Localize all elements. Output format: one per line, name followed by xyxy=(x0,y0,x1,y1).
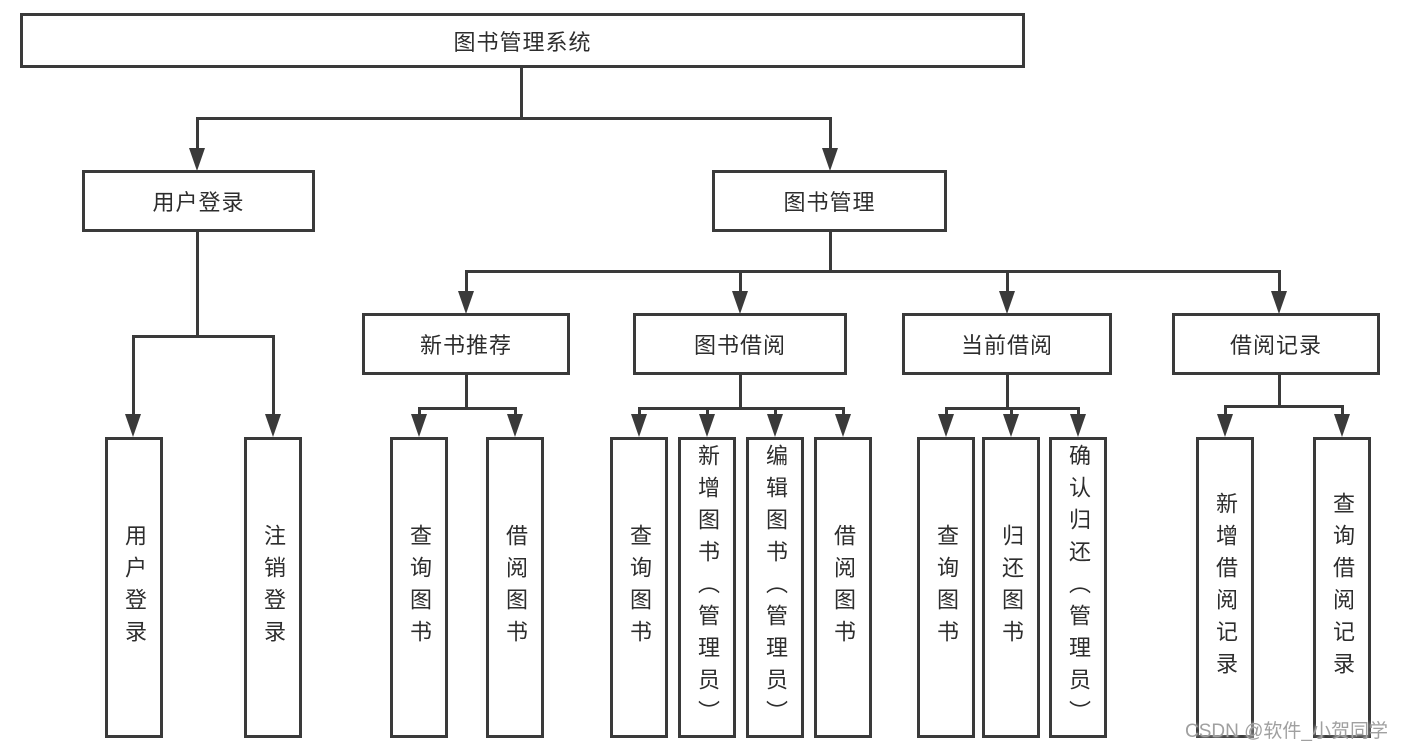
arrow-down-icon xyxy=(732,291,748,314)
connector-vline xyxy=(945,407,948,414)
connector-vline xyxy=(1278,375,1281,405)
leaf-return-books: 归还图书 xyxy=(982,437,1040,738)
connector-vline xyxy=(1006,270,1009,291)
connector-vline xyxy=(1278,270,1281,291)
leaf-edit-books-admin: 编辑图书（管理员） xyxy=(746,437,804,738)
connector-vline xyxy=(739,375,742,407)
connector-vline xyxy=(1341,405,1344,414)
leaf-query-books-1: 查询图书 xyxy=(390,437,448,738)
connector-vline xyxy=(638,407,641,414)
node-user-login: 用户登录 xyxy=(82,170,315,232)
arrow-down-icon xyxy=(835,414,851,437)
connector-vline xyxy=(514,407,517,414)
leaf-label: 用户登录 xyxy=(122,523,147,652)
arrow-down-icon xyxy=(1334,414,1350,437)
connector-hline xyxy=(418,407,517,410)
connector-hline xyxy=(196,117,832,120)
connector-hline xyxy=(1224,405,1344,408)
arrow-down-icon xyxy=(458,291,474,314)
connector-vline xyxy=(418,407,421,414)
arrow-down-icon xyxy=(767,414,783,437)
connector-hline xyxy=(638,407,845,410)
leaf-label: 确认归还（管理员） xyxy=(1066,443,1091,732)
arrow-down-icon xyxy=(631,414,647,437)
arrow-down-icon xyxy=(1271,291,1287,314)
node-book-borrowing: 图书借阅 xyxy=(633,313,847,375)
leaf-borrow-books-2: 借阅图书 xyxy=(814,437,872,738)
arrow-down-icon xyxy=(1217,414,1233,437)
connector-vline xyxy=(465,270,468,291)
arrow-down-icon xyxy=(938,414,954,437)
connector-vline xyxy=(196,117,199,148)
arrow-down-icon xyxy=(265,414,281,437)
arrow-down-icon xyxy=(507,414,523,437)
leaf-confirm-return-admin: 确认归还（管理员） xyxy=(1049,437,1107,738)
node-root-library-system: 图书管理系统 xyxy=(20,13,1025,68)
csdn-watermark: CSDN @软件_小贺同学 xyxy=(1185,721,1388,742)
leaf-query-borrow-record: 查询借阅记录 xyxy=(1313,437,1371,738)
connector-vline xyxy=(774,407,777,414)
connector-vline xyxy=(829,232,832,270)
node-label: 图书管理 xyxy=(783,190,876,215)
node-new-book-recommend: 新书推荐 xyxy=(362,313,570,375)
leaf-user-login: 用户登录 xyxy=(105,437,163,738)
leaf-label: 查询图书 xyxy=(407,523,432,652)
arrow-down-icon xyxy=(125,414,141,437)
arrow-down-icon xyxy=(699,414,715,437)
leaf-label: 查询借阅记录 xyxy=(1330,491,1355,684)
connector-vline xyxy=(196,232,199,335)
arrow-down-icon xyxy=(1003,414,1019,437)
leaf-query-books-3: 查询图书 xyxy=(917,437,975,738)
connector-hline xyxy=(465,270,1281,273)
connector-vline xyxy=(842,407,845,414)
connector-vline xyxy=(739,270,742,291)
leaf-label: 注销登录 xyxy=(261,523,286,652)
connector-hline xyxy=(132,335,275,338)
leaf-add-borrow-record: 新增借阅记录 xyxy=(1196,437,1254,738)
leaf-query-books-2: 查询图书 xyxy=(610,437,668,738)
leaf-label: 查询图书 xyxy=(934,523,959,652)
leaf-label: 归还图书 xyxy=(999,523,1024,652)
connector-vline xyxy=(829,117,832,148)
connector-vline xyxy=(1006,375,1009,407)
connector-vline xyxy=(520,68,523,117)
leaf-label: 查询图书 xyxy=(627,523,652,652)
connector-vline xyxy=(132,335,135,414)
leaf-label: 借阅图书 xyxy=(503,523,528,652)
leaf-borrow-books-1: 借阅图书 xyxy=(486,437,544,738)
leaf-label: 新增图书（管理员） xyxy=(695,443,720,732)
connector-vline xyxy=(706,407,709,414)
node-label: 当前借阅 xyxy=(960,333,1053,358)
node-label: 用户登录 xyxy=(152,190,245,215)
node-label: 图书借阅 xyxy=(693,333,786,358)
connector-vline xyxy=(272,335,275,414)
connector-vline xyxy=(1077,407,1080,414)
node-current-borrowing: 当前借阅 xyxy=(902,313,1112,375)
connector-vline xyxy=(465,375,468,407)
arrow-down-icon xyxy=(189,148,205,171)
connector-vline xyxy=(1010,407,1013,414)
leaf-label: 编辑图书（管理员） xyxy=(763,443,788,732)
arrow-down-icon xyxy=(822,148,838,171)
node-label: 图书管理系统 xyxy=(453,29,592,55)
leaf-add-books-admin: 新增图书（管理员） xyxy=(678,437,736,738)
node-book-management: 图书管理 xyxy=(712,170,947,232)
leaf-logout: 注销登录 xyxy=(244,437,302,738)
connector-vline xyxy=(1224,405,1227,414)
arrow-down-icon xyxy=(999,291,1015,314)
arrow-down-icon xyxy=(1070,414,1086,437)
leaf-label: 借阅图书 xyxy=(831,523,856,652)
leaf-label: 新增借阅记录 xyxy=(1213,491,1238,684)
node-label: 借阅记录 xyxy=(1229,333,1322,358)
node-borrowing-records: 借阅记录 xyxy=(1172,313,1380,375)
node-label: 新书推荐 xyxy=(419,333,512,358)
arrow-down-icon xyxy=(411,414,427,437)
